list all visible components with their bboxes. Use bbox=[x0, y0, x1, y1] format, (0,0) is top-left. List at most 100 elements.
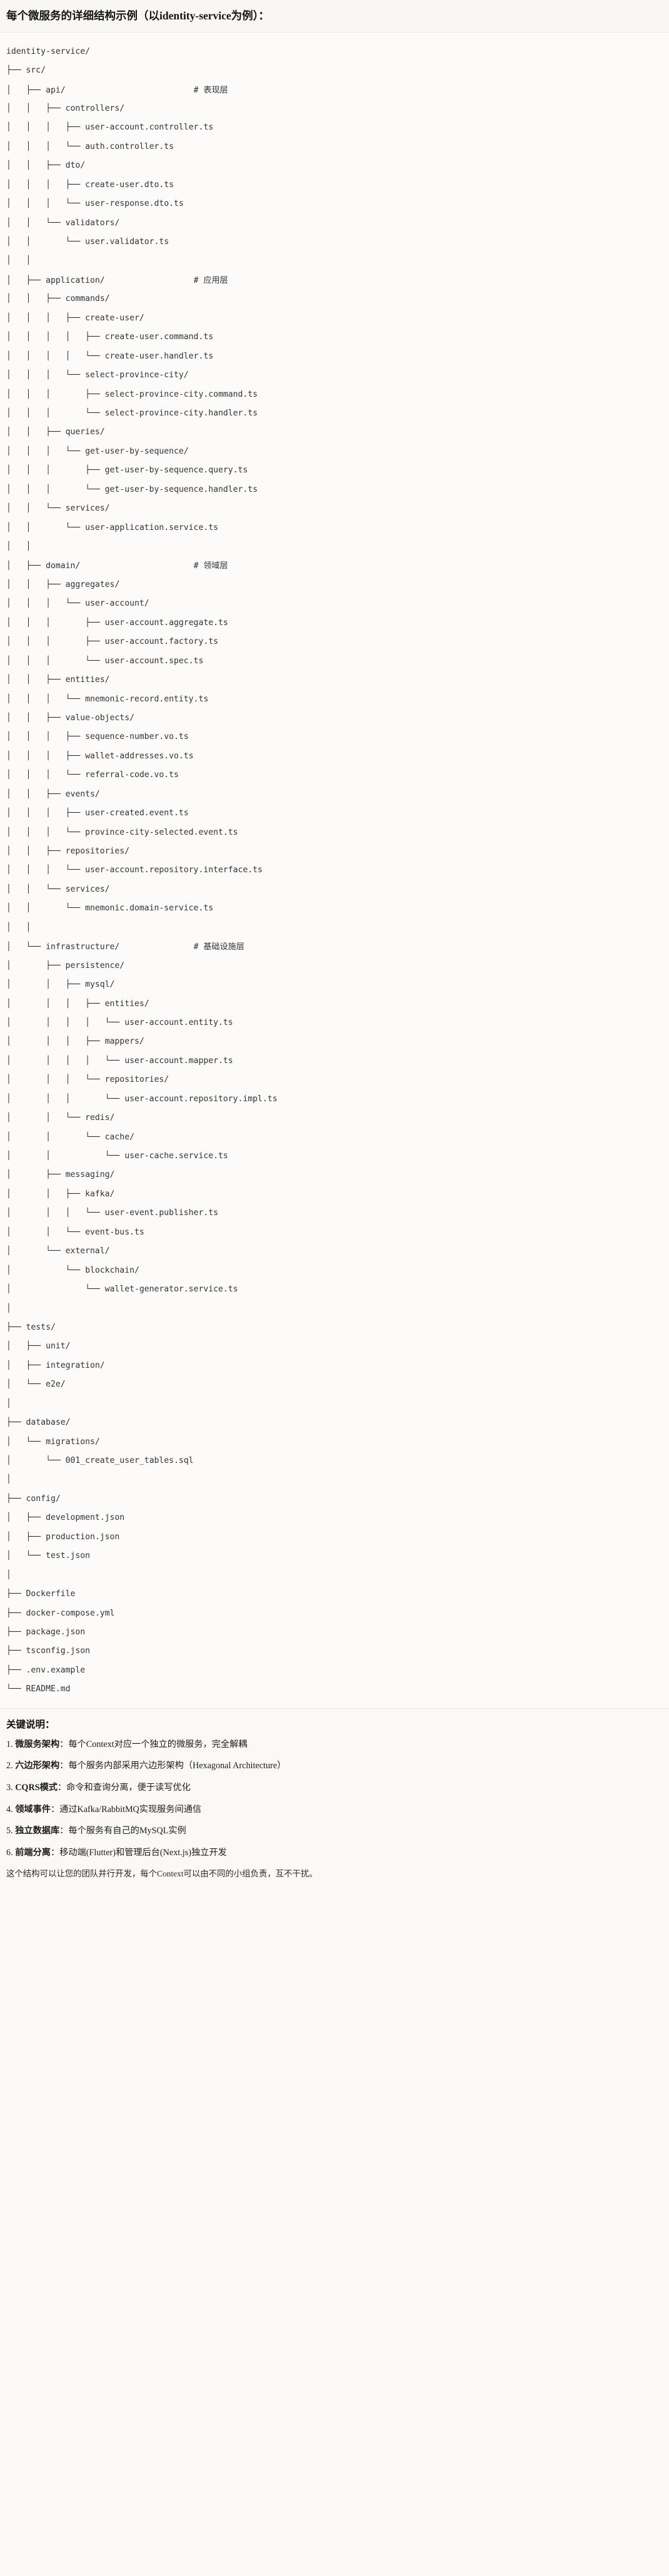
key-note-number: 1. bbox=[6, 1739, 16, 1749]
tree-line-text: │ │ │ ├── create-user.dto.ts bbox=[6, 180, 174, 190]
tree-line: │ │ │ │ ├── create-user.command.ts bbox=[6, 328, 663, 347]
key-note-body: ：命令和查询分离，便于读写优化 bbox=[57, 1783, 191, 1793]
tree-line-text: ├── tsconfig.json bbox=[6, 1646, 91, 1656]
tree-line: │ bbox=[6, 1300, 663, 1318]
key-note-body: ：通过Kafka/RabbitMQ实现服务间通信 bbox=[50, 1804, 202, 1815]
key-note-body: ：每个服务内部采用六边形架构（Hexagonal Architecture） bbox=[59, 1761, 286, 1771]
tree-line: │ ├── persistence/ bbox=[6, 957, 663, 975]
tree-line-text: │ │ │ └── get-user-by-sequence.handler.t… bbox=[6, 484, 258, 494]
tree-line: │ bbox=[6, 1470, 663, 1489]
tree-line-text: │ │ │ └── repositories/ bbox=[6, 1075, 169, 1085]
tree-line: │ │ └── services/ bbox=[6, 499, 663, 518]
tree-line-text: │ └── wallet-generator.service.ts bbox=[6, 1285, 238, 1295]
tree-line: │ │ │ └── user-account.repository.interf… bbox=[6, 861, 663, 880]
tree-line-text: │ │ ├── dto/ bbox=[6, 161, 86, 171]
tree-line-text: │ │ bbox=[6, 256, 31, 266]
tree-line-text: ├── tests/ bbox=[6, 1322, 56, 1332]
tree-line: │ └── infrastructure/ # 基础设施层 bbox=[6, 937, 663, 956]
tree-line: │ │ │ └── get-user-by-sequence.handler.t… bbox=[6, 481, 663, 499]
key-note-item: 6. 前端分离：移动端(Flutter)和管理后台(Next.js)独立开发 bbox=[6, 1846, 663, 1860]
key-note-body: ：每个Context对应一个独立的微服务，完全解耦 bbox=[59, 1739, 248, 1749]
tree-line: │ │ │ └── get-user-by-sequence/ bbox=[6, 442, 663, 461]
tree-line-text: │ bbox=[6, 1570, 11, 1580]
tree-line-text: │ └── test.json bbox=[6, 1551, 91, 1561]
key-note-number: 5. bbox=[6, 1826, 16, 1836]
tree-line-text: │ │ │ └── user-account.spec.ts bbox=[6, 656, 204, 666]
key-note-lead: 独立数据库 bbox=[15, 1826, 60, 1836]
directory-tree-block: identity-service/├── src/│ ├── api/ # 表现… bbox=[0, 32, 669, 1709]
tree-line-text: ├── .env.example bbox=[6, 1665, 86, 1675]
tree-line: │ │ └── user-application.service.ts bbox=[6, 519, 663, 537]
key-notes-title: 关键说明： bbox=[6, 1719, 55, 1730]
tree-line: │ │ bbox=[6, 919, 663, 937]
tree-line: │ │ ├── mysql/ bbox=[6, 975, 663, 994]
page-root: 每个微服务的详细结构示例（以identity-service为例）： ident… bbox=[0, 9, 669, 1879]
tree-line-text: │ ├── development.json bbox=[6, 1513, 125, 1523]
tree-line: │ │ └── user.validator.ts bbox=[6, 233, 663, 252]
tree-line: │ │ └── mnemonic.domain-service.ts bbox=[6, 899, 663, 918]
tree-line-text: │ bbox=[6, 1303, 11, 1313]
tree-line: ├── Dockerfile bbox=[6, 1585, 663, 1604]
tree-line-text: │ │ └── user-cache.service.ts bbox=[6, 1151, 228, 1161]
tree-line: │ │ │ ├── create-user.dto.ts bbox=[6, 176, 663, 195]
tree-line: │ │ │ └── user-account.spec.ts bbox=[6, 652, 663, 671]
tree-line: │ │ │ └── user-response.dto.ts bbox=[6, 195, 663, 213]
tree-line: │ │ └── services/ bbox=[6, 880, 663, 899]
tree-line-text: │ ├── persistence/ bbox=[6, 960, 125, 970]
tree-line: │ │ ├── entities/ bbox=[6, 671, 663, 690]
tree-line-text: │ │ │ └── user-response.dto.ts bbox=[6, 199, 184, 209]
tree-line: │ │ │ ├── user-account.aggregate.ts bbox=[6, 614, 663, 633]
tree-line: ├── .env.example bbox=[6, 1661, 663, 1680]
tree-line-text: └── README.md bbox=[6, 1684, 71, 1694]
tree-line-text: │ │ │ │ └── create-user.handler.ts bbox=[6, 351, 214, 361]
key-note-lead: 领域事件 bbox=[15, 1804, 51, 1815]
tree-line-text: │ │ ├── value-objects/ bbox=[6, 713, 134, 723]
tree-line-text: │ │ │ └── user-account.repository.impl.t… bbox=[6, 1094, 278, 1104]
tree-line-text: │ │ │ └── select-province-city/ bbox=[6, 370, 189, 380]
tree-line: │ │ │ ├── entities/ bbox=[6, 995, 663, 1014]
tree-line-text: │ ├── messaging/ bbox=[6, 1170, 115, 1180]
key-note-body: ：移动端(Flutter)和管理后台(Next.js)独立开发 bbox=[50, 1847, 227, 1858]
tree-line: │ │ │ ├── select-province-city.command.t… bbox=[6, 385, 663, 404]
tree-line-text: │ │ ├── controllers/ bbox=[6, 103, 125, 113]
tree-line-text: │ │ │ │ └── user-account.mapper.ts bbox=[6, 1056, 233, 1066]
tree-line: │ │ └── redis/ bbox=[6, 1109, 663, 1128]
tree-line-text: │ │ bbox=[6, 542, 31, 551]
tree-line: ├── database/ bbox=[6, 1413, 663, 1432]
tree-line: └── README.md bbox=[6, 1680, 663, 1699]
key-note-lead: CQRS模式 bbox=[15, 1783, 58, 1793]
tree-line-text: ├── database/ bbox=[6, 1418, 71, 1428]
tree-line-text: │ bbox=[6, 1475, 11, 1485]
tree-line: │ └── test.json bbox=[6, 1547, 663, 1565]
tree-line-text: │ │ └── event-bus.ts bbox=[6, 1227, 144, 1237]
tree-line-text: │ │ │ ├── user-account.factory.ts bbox=[6, 637, 218, 647]
tree-line-text: │ │ │ ├── user-account.controller.ts bbox=[6, 123, 214, 133]
page-title: 每个微服务的详细结构示例（以identity-service为例）： bbox=[6, 9, 269, 22]
tree-line-text: │ │ └── cache/ bbox=[6, 1132, 134, 1142]
tree-line-text: │ │ │ └── mnemonic-record.entity.ts bbox=[6, 694, 209, 704]
tree-line: │ │ │ │ └── create-user.handler.ts bbox=[6, 347, 663, 366]
key-note-item: 3. CQRS模式：命令和查询分离，便于读写优化 bbox=[6, 1781, 663, 1795]
tree-line: │ └── wallet-generator.service.ts bbox=[6, 1280, 663, 1299]
tree-line-text: ├── Dockerfile bbox=[6, 1589, 76, 1599]
tree-line: │ │ │ ├── mappers/ bbox=[6, 1032, 663, 1051]
tree-line: │ bbox=[6, 1395, 663, 1413]
tree-line: │ │ │ ├── wallet-addresses.vo.ts bbox=[6, 747, 663, 766]
tree-line: ├── src/ bbox=[6, 61, 663, 80]
tree-line: │ ├── domain/ # 领域层 bbox=[6, 556, 663, 575]
tree-line-text: │ │ ├── repositories/ bbox=[6, 847, 130, 856]
tree-line-text: identity-service/ bbox=[6, 46, 91, 56]
tree-line-text: │ │ └── validators/ bbox=[6, 218, 120, 228]
tree-line-text: │ ├── integration/ bbox=[6, 1360, 105, 1370]
tree-line: │ │ bbox=[6, 537, 663, 556]
tree-line-text: │ ├── unit/ bbox=[6, 1341, 71, 1352]
tree-line-text: │ │ │ ├── select-province-city.command.t… bbox=[6, 389, 258, 399]
tree-line: │ ├── messaging/ bbox=[6, 1166, 663, 1184]
tree-line: │ └── external/ bbox=[6, 1242, 663, 1261]
tree-line: │ └── migrations/ bbox=[6, 1433, 663, 1452]
tree-line-text: │ │ │ │ └── user-account.entity.ts bbox=[6, 1017, 233, 1027]
tree-line-text: │ │ │ ├── user-account.aggregate.ts bbox=[6, 618, 228, 628]
tree-line-text: ├── config/ bbox=[6, 1494, 61, 1504]
tree-line-text: │ │ │ ├── user-created.event.ts bbox=[6, 808, 189, 818]
tree-line: │ │ bbox=[6, 252, 663, 270]
